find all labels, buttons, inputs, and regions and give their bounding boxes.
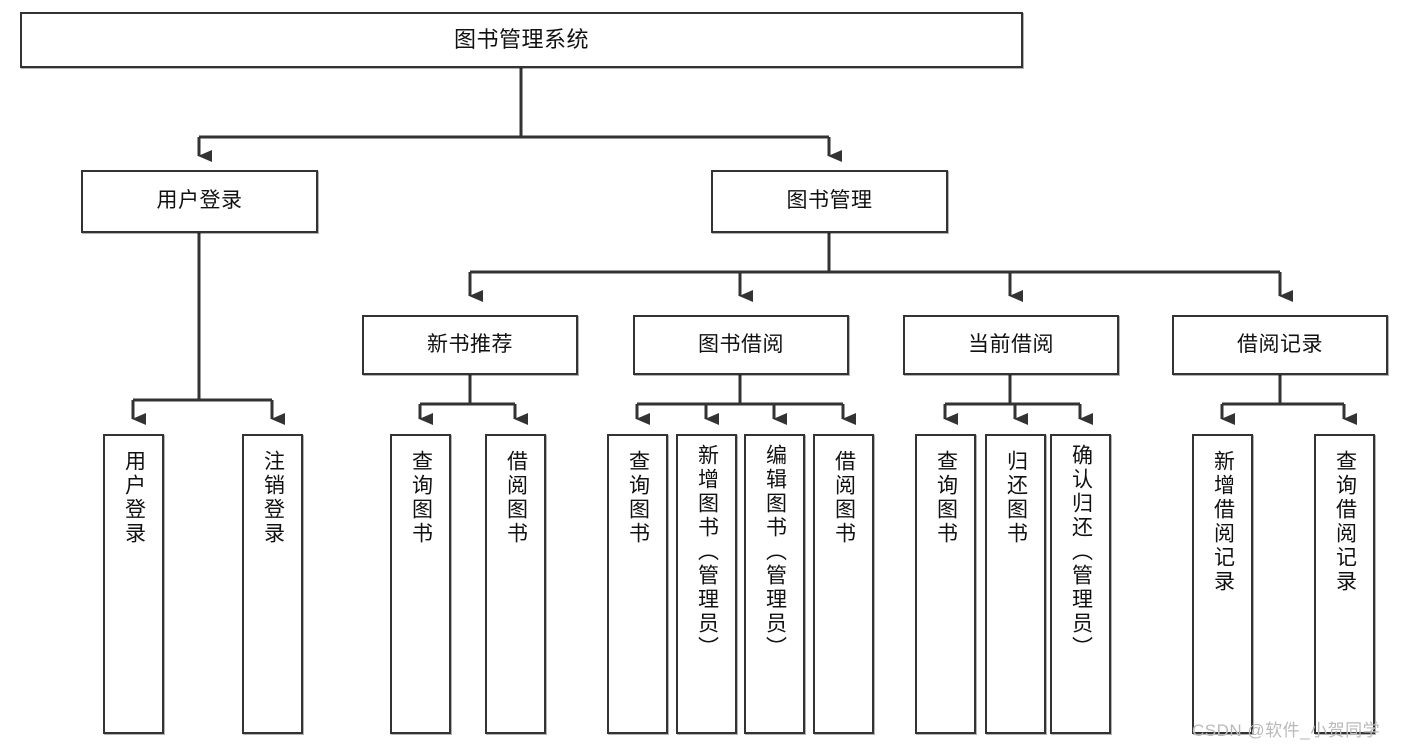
node-user-login[interactable]: 用户登录 — [81, 170, 318, 233]
node-leaf-add-book-label: 新增图书（管理员） — [695, 444, 719, 660]
node-leaf-edit-book[interactable]: 编辑图书（管理员） — [744, 434, 805, 734]
node-leaf-borrow-book-2-label: 借阅图书 — [832, 450, 856, 546]
node-book-borrow[interactable]: 图书借阅 — [633, 315, 849, 375]
node-leaf-confirm-return[interactable]: 确认归还（管理员） — [1050, 434, 1111, 734]
node-user-login-label: 用户登录 — [156, 189, 243, 213]
node-leaf-query-book-3-label: 查询图书 — [934, 450, 958, 546]
node-new-book-recommend-label: 新书推荐 — [427, 332, 513, 356]
node-borrow-record-label: 借阅记录 — [1237, 332, 1323, 356]
node-leaf-query-book-3[interactable]: 查询图书 — [915, 434, 976, 734]
node-leaf-logout-label: 注销登录 — [261, 450, 285, 546]
node-leaf-add-record-label: 新增借阅记录 — [1211, 450, 1235, 594]
node-leaf-edit-book-label: 编辑图书（管理员） — [763, 444, 787, 660]
node-leaf-query-record[interactable]: 查询借阅记录 — [1314, 434, 1375, 734]
node-current-borrow[interactable]: 当前借阅 — [903, 315, 1119, 375]
node-book-manage[interactable]: 图书管理 — [711, 170, 948, 233]
node-root[interactable]: 图书管理系统 — [20, 12, 1023, 68]
node-leaf-user-login-label: 用户登录 — [122, 450, 146, 546]
node-leaf-add-book[interactable]: 新增图书（管理员） — [676, 434, 737, 734]
node-leaf-borrow-book-1[interactable]: 借阅图书 — [485, 434, 546, 734]
csdn-watermark: CSDN @软件_小贺同学 — [1192, 721, 1381, 740]
node-leaf-query-book-2[interactable]: 查询图书 — [607, 434, 668, 734]
node-leaf-return-book[interactable]: 归还图书 — [985, 434, 1046, 734]
node-leaf-user-login[interactable]: 用户登录 — [103, 434, 164, 734]
node-book-manage-label: 图书管理 — [786, 189, 873, 213]
node-borrow-record[interactable]: 借阅记录 — [1172, 315, 1388, 375]
node-leaf-confirm-return-label: 确认归还（管理员） — [1069, 444, 1093, 660]
node-leaf-borrow-book-1-label: 借阅图书 — [504, 450, 528, 546]
node-leaf-return-book-label: 归还图书 — [1004, 450, 1028, 546]
node-book-borrow-label: 图书借阅 — [698, 332, 784, 356]
node-leaf-query-book-2-label: 查询图书 — [626, 450, 650, 546]
node-leaf-logout[interactable]: 注销登录 — [242, 434, 303, 734]
node-leaf-borrow-book-2[interactable]: 借阅图书 — [813, 434, 874, 734]
node-new-book-recommend[interactable]: 新书推荐 — [362, 315, 578, 375]
node-root-label: 图书管理系统 — [453, 27, 589, 53]
node-leaf-add-record[interactable]: 新增借阅记录 — [1192, 434, 1253, 734]
node-leaf-query-book-1[interactable]: 查询图书 — [390, 434, 451, 734]
node-current-borrow-label: 当前借阅 — [968, 332, 1054, 356]
node-leaf-query-book-1-label: 查询图书 — [409, 450, 433, 546]
node-leaf-query-record-label: 查询借阅记录 — [1333, 450, 1357, 594]
